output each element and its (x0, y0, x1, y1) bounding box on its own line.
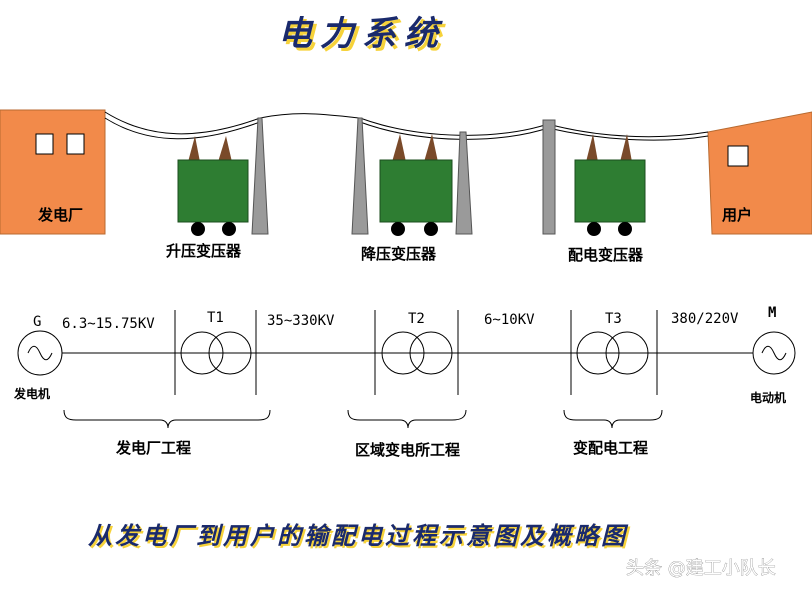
group-label-distribution-engineering: 变配电工程 (573, 439, 648, 457)
brace-plant-engineering (63, 409, 271, 429)
transformer-t3-symbol (570, 310, 658, 395)
transmission-tower-1 (251, 117, 269, 235)
caption-shadow: 从发电厂到用户的输配电过程示意图及概略图 (90, 523, 631, 552)
transformer-t2-id: T2 (408, 311, 425, 327)
user-label: 用户 (722, 206, 752, 224)
transmission-line (104, 111, 709, 138)
page-title: 电力系统 (278, 14, 446, 54)
distribution-transformer: 配电变压器 (568, 134, 646, 264)
transmission-line-2 (104, 117, 709, 141)
page-title-shadow: 电力系统 (281, 17, 449, 57)
transformer-t1-symbol (174, 310, 257, 395)
generator-label: 发电机 (13, 386, 50, 401)
step-up-transformer: 升压变压器 (166, 136, 249, 260)
transmission-tower-3 (455, 131, 473, 235)
generator-letter: G (33, 314, 41, 330)
brace-distribution-engineering (563, 409, 663, 429)
brace-substation-engineering (347, 409, 467, 429)
user-building: 用户 (707, 111, 812, 235)
caption: 从发电厂到用户的输配电过程示意图及概略图 (88, 521, 629, 550)
group-label-plant-engineering: 发电厂工程 (115, 439, 191, 457)
transmission-tower-2 (351, 117, 369, 235)
watermark: 头条 @建工小队长 (626, 558, 776, 579)
voltage-label-4: 380/220V (671, 311, 739, 327)
generator-symbol (17, 330, 63, 376)
transformer-t2-symbol (374, 310, 459, 395)
distribution-transformer-label: 配电变压器 (568, 246, 644, 264)
step-down-transformer-label: 降压变压器 (361, 245, 437, 263)
motor-symbol (752, 331, 796, 375)
power-plant-building: 发电厂 (0, 109, 106, 235)
step-up-transformer-label: 升压变压器 (166, 242, 242, 260)
power-plant-label: 发电厂 (37, 206, 83, 224)
motor-label: 电动机 (750, 390, 786, 405)
voltage-label-2: 35~330KV (267, 313, 335, 329)
transformer-t3-id: T3 (605, 311, 622, 327)
transformer-t1-id: T1 (207, 310, 224, 326)
group-label-substation-engineering: 区域变电所工程 (355, 441, 460, 459)
voltage-label-1: 6.3~15.75KV (62, 316, 155, 332)
step-down-transformer: 降压变压器 (361, 134, 453, 263)
voltage-label-3: 6~10KV (484, 312, 535, 328)
distribution-pole (542, 119, 556, 235)
motor-letter: M (768, 305, 776, 321)
